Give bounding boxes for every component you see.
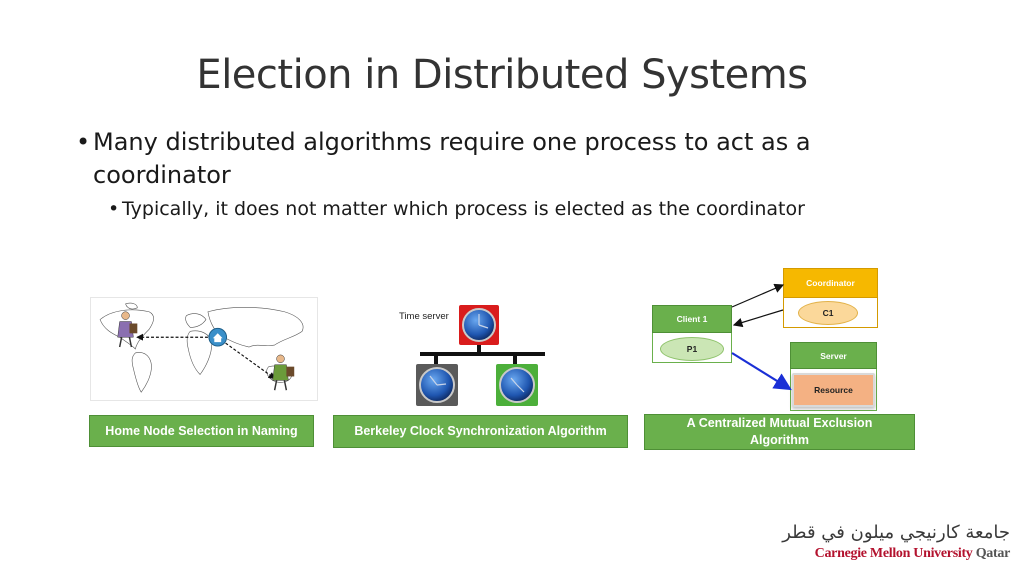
cmu-qatar-logo: جامعة كارنيجي ميلون في قطر Carnegie Mell… bbox=[782, 522, 1012, 568]
time-server-label: Time server bbox=[399, 311, 449, 322]
client-clock-icon bbox=[416, 364, 458, 406]
bullet-dot: • bbox=[76, 128, 91, 156]
logo-suffix: Qatar bbox=[975, 546, 1011, 561]
slide-title: Election in Distributed Systems bbox=[196, 52, 808, 98]
bullet-level-1: • Many distributed algorithms require on… bbox=[76, 126, 876, 192]
coordinator-header: Coordinator bbox=[783, 268, 878, 298]
bullet-level-2: • Typically, it does not matter which pr… bbox=[108, 196, 908, 222]
logo-arabic-text: جامعة كارنيجي ميلون في قطر bbox=[782, 522, 1010, 543]
client-clock-icon bbox=[496, 364, 538, 406]
bullet-text: Many distributed algorithms require one … bbox=[93, 128, 811, 189]
berkeley-clock-diagram bbox=[416, 305, 545, 406]
server-header: Server bbox=[790, 342, 877, 369]
mutual-exclusion-diagram: Coordinator C1 Client 1 P1 Server Resour… bbox=[650, 265, 890, 415]
logo-wordmark: Carnegie Mellon University Qatar bbox=[814, 546, 1011, 562]
time-server-clock-icon bbox=[459, 305, 499, 345]
caption-mutual-exclusion: A Centralized Mutual Exclusion Algorithm bbox=[644, 414, 915, 450]
client-header: Client 1 bbox=[652, 305, 732, 333]
caption-home-node: Home Node Selection in Naming bbox=[89, 415, 314, 447]
mutual-exclusion-arrows bbox=[731, 283, 792, 391]
traveler-left-icon bbox=[117, 311, 138, 348]
coordinator-item: C1 bbox=[798, 301, 858, 325]
server-resource: Resource bbox=[792, 373, 875, 407]
client-item: P1 bbox=[660, 337, 724, 361]
bullet-text: Typically, it does not matter which proc… bbox=[122, 198, 805, 220]
caption-berkeley: Berkeley Clock Synchronization Algorithm bbox=[333, 415, 628, 448]
traveler-right-icon bbox=[272, 354, 295, 391]
bullet-dot: • bbox=[108, 198, 120, 220]
logo-name: Carnegie Mellon University bbox=[814, 546, 973, 561]
world-map-illustration bbox=[90, 297, 318, 401]
